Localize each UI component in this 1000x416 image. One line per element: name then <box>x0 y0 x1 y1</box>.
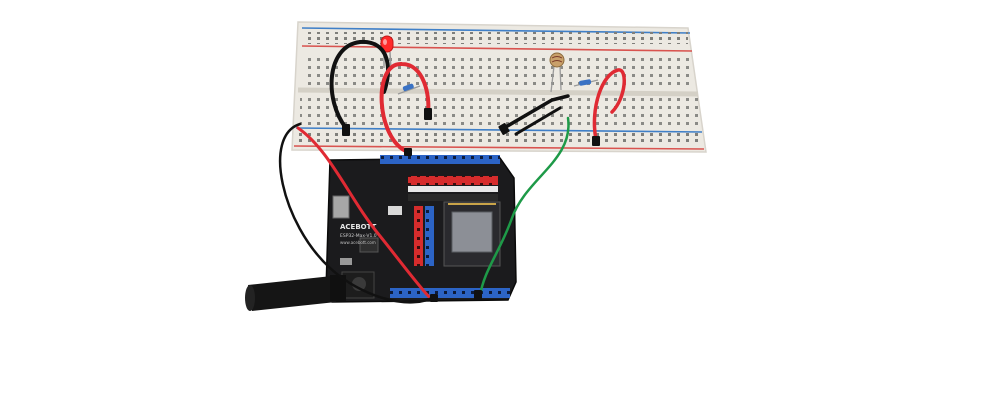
esp32-module <box>443 201 501 267</box>
smd-component <box>340 258 352 265</box>
header-left-red <box>414 206 423 266</box>
board-website: www.acebott.com <box>340 240 376 245</box>
usb-cable <box>245 275 346 311</box>
header-row-white <box>408 186 498 192</box>
board-brand: ACEBOTT <box>340 223 377 231</box>
header-bottom-blue <box>390 288 510 298</box>
wire-black-ldr <box>502 94 570 130</box>
esp32-board: ACEBOTT ESP32-Max-V1.0 www.acebott.com <box>325 155 517 303</box>
wire-black-ldr-2 <box>514 106 562 136</box>
wire-red-led <box>379 61 431 154</box>
power-rail-bottom <box>298 133 702 145</box>
rail-blue-bottom <box>295 127 703 133</box>
header-left-blue <box>425 206 434 266</box>
power-rail-top <box>304 32 688 44</box>
voltage-regulator <box>359 237 379 253</box>
resistor-led <box>397 83 421 95</box>
usb-c-port <box>332 195 350 219</box>
resistor-ldr <box>573 79 599 87</box>
rail-red-top <box>301 45 693 52</box>
breadboard <box>291 21 707 153</box>
center-channel <box>297 87 699 97</box>
header-row-black <box>408 194 498 201</box>
wire-green-signal <box>478 116 570 298</box>
header-top-blue <box>380 155 500 164</box>
photoresistor <box>549 52 565 93</box>
rail-red-bottom <box>293 145 705 150</box>
wire-red-power <box>296 126 434 302</box>
wire-pin-caps <box>342 108 600 302</box>
terminal-strip-lower <box>300 97 698 129</box>
terminal-strip-upper <box>302 55 694 87</box>
wire-red-ldr <box>592 68 626 142</box>
reset-button <box>388 206 402 215</box>
header-row-red <box>408 176 498 185</box>
board-model: ESP32-Max-V1.0 <box>340 233 377 239</box>
red-led <box>380 35 394 71</box>
wire-black-ground <box>278 122 438 304</box>
